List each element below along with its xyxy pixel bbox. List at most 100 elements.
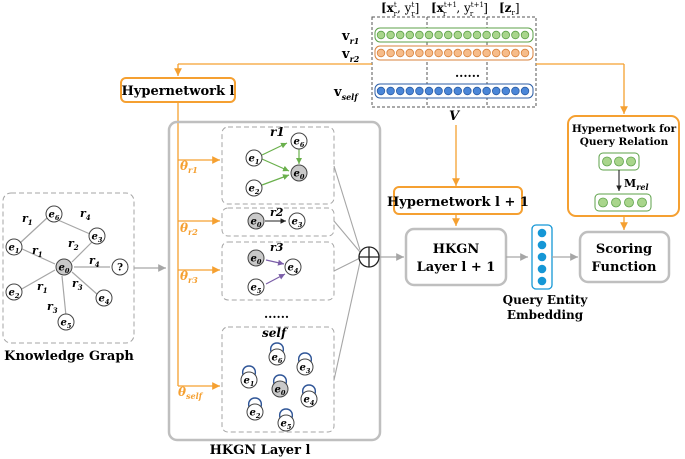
matrix-cell — [482, 48, 491, 58]
matrix-cell — [424, 30, 434, 40]
matrix-cell — [501, 48, 510, 58]
kg-edge-label: r3 — [72, 277, 83, 292]
col-header-3: [zr] — [499, 1, 520, 17]
matrix-cell — [396, 48, 405, 58]
matrix-caption: V — [449, 109, 461, 124]
hypernetwork-l: Hypernetwork l — [120, 77, 236, 103]
self-loop — [248, 397, 262, 408]
hypernetwork-l1-label: Hypernetwork l + 1 — [387, 195, 529, 210]
subgraph-self: self — [221, 326, 335, 433]
matrix-cell — [376, 48, 386, 58]
entity-node: e3 — [88, 227, 106, 245]
query-entity-cell — [537, 252, 547, 262]
theta-r2: θr2 — [180, 221, 198, 237]
entity-node: e4 — [95, 289, 113, 307]
subgraph-r3-title: r3 — [270, 241, 284, 254]
matrix-cell — [405, 30, 414, 40]
theta-r3: θr3 — [180, 269, 198, 285]
svg-text:e5: e5 — [251, 283, 262, 296]
matrix-ellipsis: ...... — [455, 66, 480, 80]
matrix-cell — [405, 86, 414, 96]
hq-line2: Query Relation — [580, 136, 669, 148]
self-loop — [270, 342, 284, 353]
hq-output-cell — [637, 197, 647, 208]
svg-text:e0: e0 — [59, 263, 70, 276]
svg-text:e0: e0 — [251, 217, 262, 230]
matrix-cell — [511, 86, 520, 96]
hq-output-cell — [624, 197, 634, 208]
matrix-cell — [376, 86, 386, 96]
entity-node: e1 — [5, 238, 23, 256]
svg-text:e5: e5 — [61, 318, 72, 331]
entity-node: e5 — [247, 278, 265, 296]
row-label-vself: vself — [333, 85, 359, 102]
matrix-cell — [482, 30, 491, 40]
matrix-row-vr1 — [374, 27, 534, 43]
entity-node: e2 — [245, 179, 263, 197]
query-entity-cell — [537, 228, 547, 238]
kg-edge-label: r3 — [47, 300, 58, 315]
hkgn-layer-l1: HKGN Layer l + 1 — [404, 227, 508, 287]
matrix-cell — [415, 30, 424, 40]
entity-node: e6 — [290, 132, 308, 150]
matrix-cell — [434, 48, 443, 58]
matrix-cell — [386, 86, 395, 96]
matrix-cell — [396, 30, 405, 40]
kg-edge-label: r1 — [22, 212, 33, 227]
subgraphs-ellipsis: ...... — [264, 307, 289, 321]
mrel-label: Mrel — [624, 177, 649, 192]
entity-node: e4 — [300, 390, 318, 408]
hq-input-cell — [626, 156, 636, 167]
svg-text:e4: e4 — [288, 263, 299, 276]
sum-operator-icon — [358, 246, 380, 268]
svg-text:e2: e2 — [9, 288, 20, 301]
svg-text:e3: e3 — [92, 232, 103, 245]
matrix-cell — [376, 30, 386, 40]
kg-edge-label: r1 — [32, 244, 43, 259]
hypernetwork-l-label: Hypernetwork l — [122, 84, 235, 99]
entity-node: e2 — [246, 403, 264, 421]
svg-text:e3: e3 — [292, 217, 303, 230]
matrix-cell — [424, 48, 434, 58]
query-entity-cell — [537, 276, 547, 286]
svg-text:e1: e1 — [249, 154, 260, 167]
matrix-cell — [434, 86, 443, 96]
entity-node: e5 — [57, 313, 75, 331]
theta-labels: θr1 θr2 θr3 θself — [178, 156, 220, 401]
entity-node: e0 — [271, 380, 289, 398]
matrix-cell — [463, 48, 472, 58]
entity-node: e2 — [5, 283, 23, 301]
matrix-cell — [482, 86, 491, 96]
matrix-cell — [520, 48, 530, 58]
self-loop — [273, 374, 287, 385]
matrix-cell — [405, 48, 414, 58]
matrix-cell — [386, 30, 395, 40]
hkgn-l1-line2: Layer l + 1 — [417, 260, 496, 275]
svg-text:e4: e4 — [304, 395, 315, 408]
matrix-cell — [511, 48, 520, 58]
self-loop — [242, 365, 256, 376]
matrix-cell — [520, 30, 530, 40]
hkgn-layer-l-box — [167, 120, 382, 442]
hq-input-cell — [614, 156, 624, 167]
subgraph-r3: r3 — [221, 241, 335, 301]
self-loop — [302, 384, 316, 395]
kg-edge-label: r2 — [68, 237, 79, 252]
matrix-cell — [444, 86, 453, 96]
svg-text:e3: e3 — [300, 363, 311, 376]
matrix-cell — [463, 30, 472, 40]
self-loop — [298, 352, 312, 363]
subgraph-r1-title: r1 — [270, 125, 285, 139]
query-entity-line1: Query Entity — [503, 293, 589, 307]
kg-edge-label: r4 — [89, 254, 100, 269]
matrix-cell — [501, 86, 510, 96]
matrix-cell — [453, 30, 462, 40]
entity-node: e3 — [288, 212, 306, 230]
entity-node: e6 — [268, 348, 286, 366]
scoring-line1: Scoring — [596, 242, 652, 257]
